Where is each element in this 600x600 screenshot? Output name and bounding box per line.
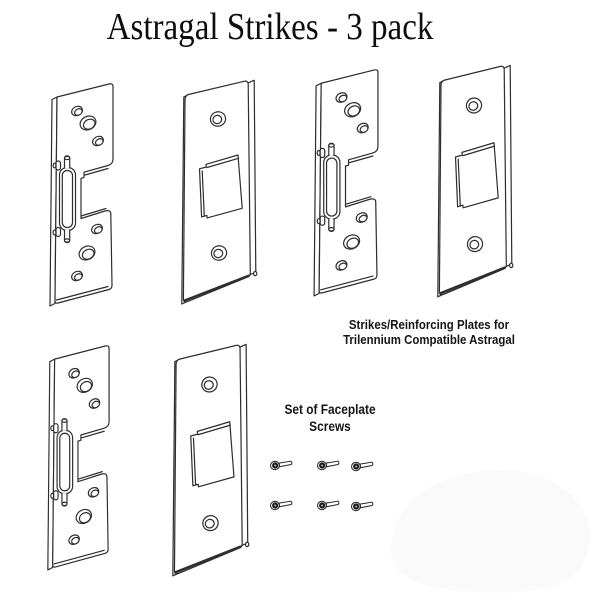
plates-caption-line1: Strikes/Reinforcing Plates for bbox=[348, 317, 510, 332]
screw-icon bbox=[269, 459, 293, 471]
screw-icon bbox=[350, 460, 374, 472]
screw-icon bbox=[269, 499, 293, 511]
page-title: Astragal Strikes - 3 pack bbox=[106, 6, 434, 48]
plates-caption-line2: Trilennium Compatible Astragal bbox=[343, 331, 515, 347]
strike-plate-drawing-2 bbox=[313, 69, 379, 297]
screws-caption: Set of Faceplate Screws bbox=[273, 402, 387, 435]
screw-icon bbox=[316, 459, 340, 471]
screws-caption-line2: Screws bbox=[309, 418, 351, 434]
faceplate-drawing-1 bbox=[180, 78, 258, 306]
screws-caption-line1: Set of Faceplate bbox=[284, 402, 376, 417]
plates-caption: Strikes/Reinforcing Plates for Trilenniu… bbox=[341, 317, 517, 347]
strike-plate-drawing-1 bbox=[49, 83, 114, 307]
faceplate-drawing-3 bbox=[171, 343, 250, 578]
strike-plate-drawing-3 bbox=[47, 345, 110, 571]
faceplate-drawing-2 bbox=[436, 64, 515, 299]
screw-icon bbox=[316, 499, 340, 511]
screw-icon bbox=[350, 500, 374, 512]
